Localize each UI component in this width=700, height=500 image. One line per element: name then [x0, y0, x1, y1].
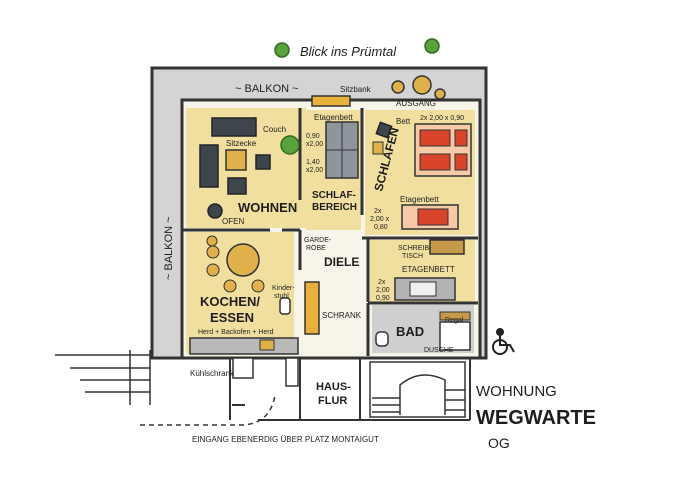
- sitzbank: [311, 95, 351, 107]
- room-diele: DIELE: [324, 255, 359, 269]
- apartment-title-line1: WOHNUNG: [476, 383, 557, 400]
- plant-icon: [424, 38, 440, 54]
- bett-label: Bett: [396, 117, 411, 126]
- etagenbett-caps-dims: 2,00: [376, 287, 390, 294]
- ausgang-label: AUSGANG: [396, 99, 436, 108]
- coffee-table: [225, 149, 247, 171]
- etagenbett-caps-dims: 2x: [378, 279, 386, 286]
- cabinet: [285, 357, 299, 387]
- balkon-side-label: ~ BALKON ~: [163, 216, 175, 280]
- dining-chair: [206, 245, 220, 259]
- outside-stairs: [55, 350, 151, 405]
- plant-icon: [280, 135, 300, 155]
- entrance-walls: [229, 358, 471, 421]
- apartment-title-line2: WEGWARTE: [476, 407, 596, 429]
- room-bad: BAD: [396, 324, 424, 339]
- bunk-mattress: [409, 281, 437, 297]
- balcony-chair: [434, 88, 446, 100]
- apartment-floor: OG: [488, 435, 510, 451]
- etagenbett-2-dims: 2x: [374, 208, 382, 215]
- etagenbett-dims: x2,00: [306, 141, 323, 148]
- armchair: [199, 144, 219, 188]
- chair: [375, 121, 393, 139]
- room-hausflur: HAUS-: [316, 381, 351, 393]
- footstool: [227, 177, 247, 195]
- bed-pillow: [419, 153, 451, 171]
- room-wohnen: WOHNEN: [238, 200, 297, 215]
- balcony-chair: [391, 80, 405, 94]
- kuehlschrank-label: Kühlschrank: [190, 369, 235, 378]
- dining-chair: [206, 235, 218, 247]
- garderobe-label: ROBE: [306, 245, 326, 252]
- schreibtisch-label: TISCH: [402, 253, 423, 260]
- kinderstuhl-label: Kinder-: [272, 285, 295, 292]
- oven-stove: [207, 203, 223, 219]
- shower: [439, 321, 471, 351]
- dusche-label: DUSCHE: [424, 347, 454, 354]
- bed-pillow: [419, 129, 451, 147]
- wheelchair-icon: [492, 328, 515, 355]
- wardrobe: [304, 281, 320, 335]
- dining-chair: [223, 279, 237, 293]
- kitchen-counter: [189, 337, 299, 355]
- bett-dims: 2x 2,00 x 0,90: [420, 115, 464, 122]
- fridge: [232, 357, 254, 379]
- regal-label: Regal: [445, 317, 464, 324]
- schreibtisch-label: SCHREIB-: [398, 245, 432, 252]
- sitzbank-label: Sitzbank: [340, 85, 372, 94]
- etagenbett-label: Etagenbett: [314, 113, 353, 122]
- regal: [439, 311, 471, 321]
- etagenbett-2-label: Etagenbett: [400, 195, 439, 204]
- interior-walls: [182, 108, 478, 356]
- kitchen-sink: [259, 339, 275, 351]
- etagenbett-caps-label: ETAGENBETT: [402, 265, 455, 274]
- dining-table: [226, 243, 260, 277]
- garderobe-label: GARDE-: [304, 237, 332, 244]
- couch-label: Couch: [263, 125, 286, 134]
- staircase: [369, 361, 466, 418]
- bed-pillow: [454, 153, 468, 171]
- sitzecke-label: Sitzecke: [226, 139, 257, 148]
- bunk-pillow: [417, 208, 449, 226]
- bed-pillow: [454, 129, 468, 147]
- desk: [429, 239, 465, 255]
- sink: [375, 331, 389, 347]
- ofen-label: OFEN: [222, 217, 244, 226]
- balcony-table: [412, 75, 432, 95]
- balkon-top-label: ~ BALKON ~: [235, 83, 299, 95]
- nightstand: [372, 141, 384, 155]
- etagenbett-2-dims: 0,80: [374, 224, 388, 231]
- dining-chair: [206, 263, 220, 277]
- footstool: [255, 154, 271, 170]
- herd-label: Herd + Backofen + Herd: [198, 329, 274, 336]
- room-kochen: ESSEN: [210, 310, 254, 325]
- high-chair: [279, 297, 291, 315]
- header-title: Blick ins Prümtal: [300, 44, 397, 59]
- kinderstuhl-label: stuhl: [274, 293, 289, 300]
- room-hausflur: FLUR: [318, 395, 347, 407]
- etagenbett-2-dims: 2,00 x: [370, 216, 390, 223]
- room-kochen: KOCHEN/: [200, 294, 260, 309]
- schrank-label: SCHRANK: [322, 311, 362, 320]
- couch: [211, 117, 257, 137]
- etagenbett-dims: 1,40: [306, 159, 320, 166]
- etagenbett-dims: x2,00: [306, 167, 323, 174]
- etagenbett-dims: 0,90: [306, 133, 320, 140]
- room-schlafbereich: SCHLAF-: [312, 190, 356, 201]
- entrance-path: [140, 394, 276, 426]
- plant-icon: [274, 42, 290, 58]
- room-schlafbereich: BEREICH: [312, 202, 357, 213]
- etagenbett-caps-dims: 0,90: [376, 295, 390, 302]
- eingang-label: EINGANG EBENERDIG ÜBER PLATZ MONTAIGUT: [192, 435, 379, 444]
- dining-chair: [251, 279, 265, 293]
